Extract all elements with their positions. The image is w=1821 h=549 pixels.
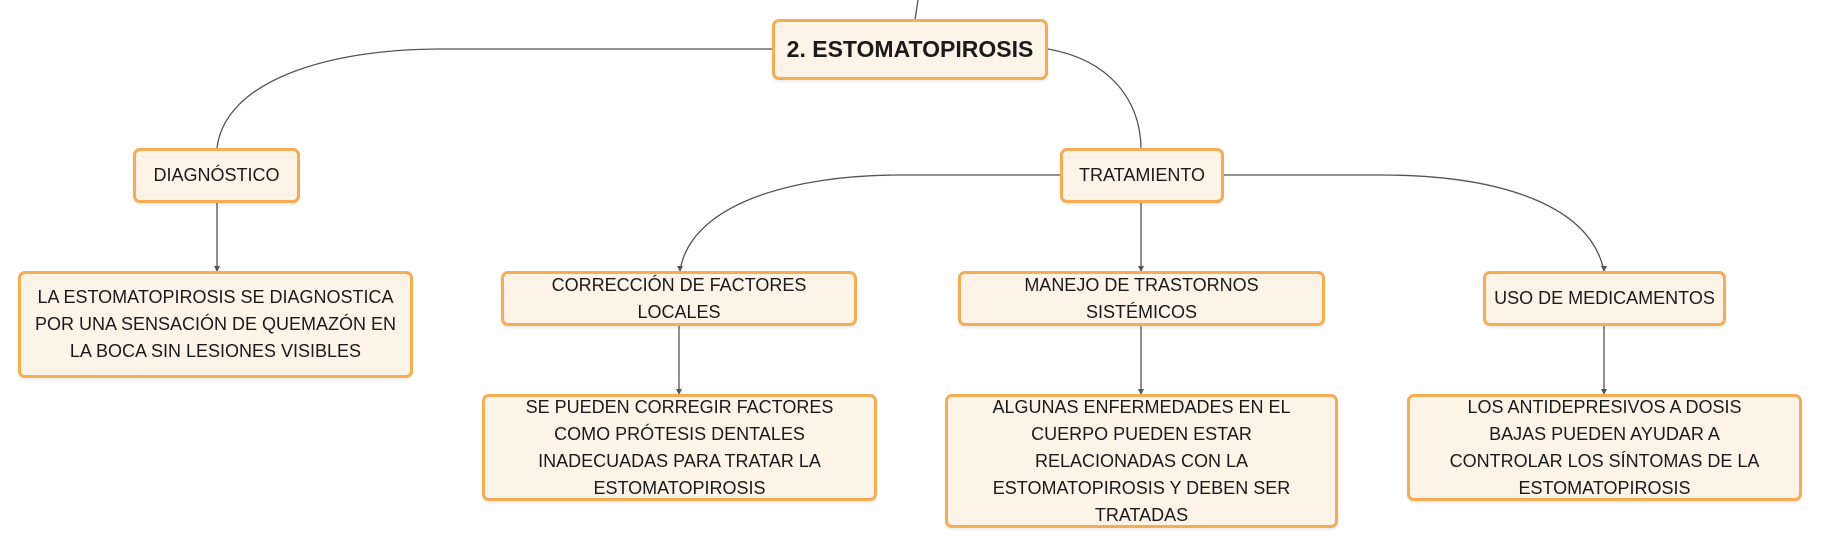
correccion-factores-label: CORRECCIÓN DE FACTORES LOCALES [551,274,807,322]
manejo-trastornos-detail-text: ALGUNAS ENFERMEDADES EN EL CUERPO PUEDEN… [992,396,1291,525]
connector-root-parent [914,0,919,21]
root-node[interactable]: 2. ESTOMATOPIROSIS [772,19,1048,80]
manejo-trastornos-detail-node[interactable]: ALGUNAS ENFERMEDADES EN EL CUERPO PUEDEN… [945,394,1338,528]
connector-root-diagnostico [216,48,772,149]
uso-medicamentos-label: USO DE MEDICAMENTOS [1494,288,1715,308]
uso-medicamentos-node[interactable]: USO DE MEDICAMENTOS [1483,271,1726,326]
diagnostico-node-label: DIAGNÓSTICO [153,165,280,185]
connector-root-tratamiento [1047,48,1142,149]
tratamiento-node[interactable]: TRATAMIENTO [1060,148,1224,203]
correccion-factores-node[interactable]: CORRECCIÓN DE FACTORES LOCALES [501,271,857,326]
diagnostico-node[interactable]: DIAGNÓSTICO [133,148,300,203]
uso-medicamentos-detail-text: LOS ANTIDEPRESIVOS A DOSIS BAJAS PUEDEN … [1449,396,1760,498]
diagnostico-detail-node[interactable]: LA ESTOMATOPIROSIS SE DIAGNOSTICA POR UN… [18,271,413,378]
manejo-trastornos-node[interactable]: MANEJO DE TRASTORNOS SISTÉMICOS [958,271,1325,326]
connector-tratamiento-correccion [679,174,1060,272]
manejo-trastornos-label: MANEJO DE TRASTORNOS SISTÉMICOS [1024,274,1259,322]
tratamiento-node-label: TRATAMIENTO [1079,165,1205,185]
correccion-factores-detail-text: SE PUEDEN CORREGIR FACTORES COMO PRÓTESI… [525,396,834,498]
diagnostico-detail-text: LA ESTOMATOPIROSIS SE DIAGNOSTICA POR UN… [34,287,397,361]
connector-tratamiento-uso [1224,174,1605,272]
root-node-label: 2. ESTOMATOPIROSIS [786,36,1034,62]
correccion-factores-detail-node[interactable]: SE PUEDEN CORREGIR FACTORES COMO PRÓTESI… [482,394,877,501]
uso-medicamentos-detail-node[interactable]: LOS ANTIDEPRESIVOS A DOSIS BAJAS PUEDEN … [1407,394,1802,501]
